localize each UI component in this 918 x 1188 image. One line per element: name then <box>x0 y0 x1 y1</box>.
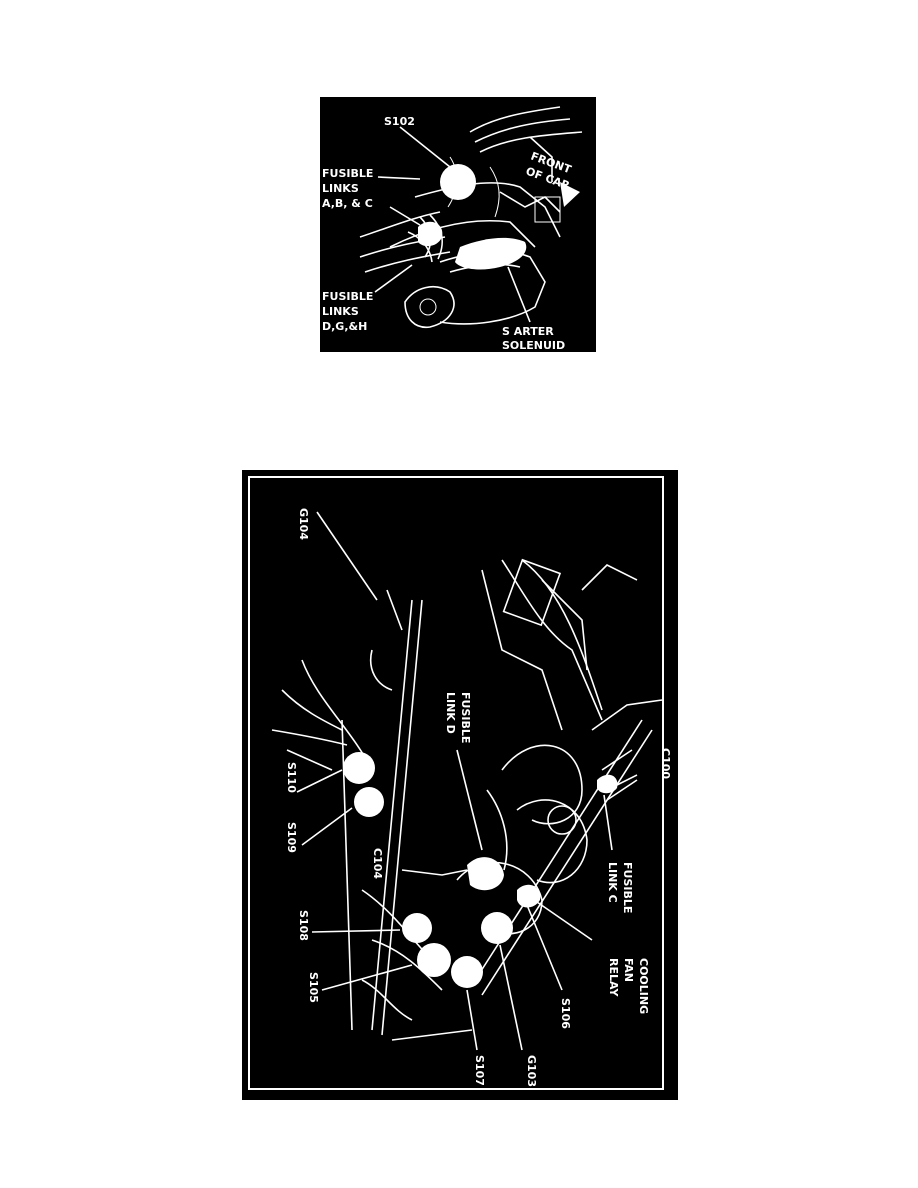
label-cooling-fan-relay-3: RELAY <box>607 958 620 997</box>
bottom-diagram-svg: G104 S110 S109 C104 S108 S105 S107 G103 … <box>271 508 672 1087</box>
splice-g103-marker <box>481 912 513 944</box>
label-c104: C104 <box>371 848 384 879</box>
label-s110: S110 <box>285 762 298 793</box>
fusible-link-cluster <box>418 221 443 247</box>
splice-s102-marker <box>440 164 476 200</box>
label-fusible-abc-2: LINKS <box>322 182 359 195</box>
label-s109: S109 <box>285 822 298 853</box>
label-fusible-link-c-2: LINK C <box>606 862 619 903</box>
top-diagram-panel: S102 FUSIBLE LINKS A,B, & C FRONT OF CAR… <box>320 97 596 352</box>
splice-s105-marker <box>417 943 451 977</box>
label-fusible-dgh-1: FUSIBLE <box>322 290 373 303</box>
label-fusible-abc-1: FUSIBLE <box>322 167 373 180</box>
label-fusible-link-c-1: FUSIBLE <box>621 862 634 913</box>
label-fusible-abc-3: A,B, & C <box>322 197 373 210</box>
scan-edge <box>668 470 678 1100</box>
label-g103: G103 <box>525 1055 538 1087</box>
label-fusible-dgh-3: D,G,&H <box>322 320 367 333</box>
top-diagram-svg: S102 FUSIBLE LINKS A,B, & C FRONT OF CAR… <box>322 106 583 352</box>
cooling-fan-relay-body <box>517 884 541 908</box>
splice-s108-marker <box>402 913 432 943</box>
engine-sketch <box>359 106 583 328</box>
label-s108: S108 <box>297 910 310 941</box>
label-s105: S105 <box>307 972 320 1003</box>
splice-s107-marker <box>451 956 483 988</box>
label-fusible-link-d-1: FUSIBLE <box>459 692 472 743</box>
label-g104: G104 <box>297 508 310 540</box>
label-s107: S107 <box>473 1055 486 1086</box>
label-s106: S106 <box>559 998 572 1029</box>
splice-s110-marker <box>343 752 375 784</box>
label-fusible-dgh-2: LINKS <box>322 305 359 318</box>
bottom-diagram-panel: G104 S110 S109 C104 S108 S105 S107 G103 … <box>242 470 678 1100</box>
splice-s109-marker <box>354 787 384 817</box>
front-arrow-icon <box>560 182 580 207</box>
label-cooling-fan-relay-2: FAN <box>622 958 635 982</box>
starter-solenoid-body <box>455 237 527 270</box>
label-starter-1: S ARTER <box>502 325 554 338</box>
label-s102: S102 <box>384 115 415 128</box>
label-starter-2: SOLENUID <box>502 339 565 352</box>
c100-connector <box>597 774 618 794</box>
label-cooling-fan-relay-1: COOLING <box>637 958 650 1014</box>
label-c100: C100 <box>659 748 672 779</box>
c104-connector <box>467 857 504 891</box>
diagram-border <box>248 476 664 1090</box>
label-fusible-link-d-2: LINK D <box>444 692 457 734</box>
